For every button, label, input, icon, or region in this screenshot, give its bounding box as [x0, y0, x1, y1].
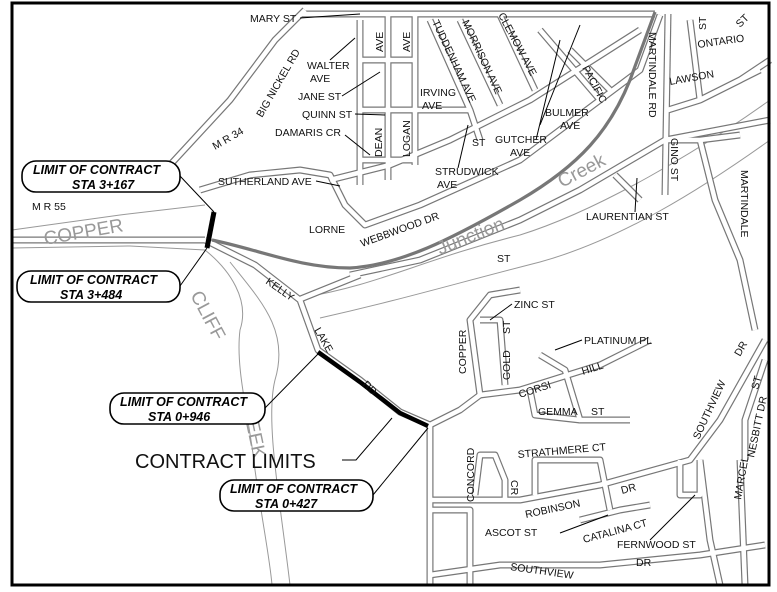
- label-st-top: ST: [697, 16, 709, 30]
- label-sutherland-ave: SUTHERLAND AVE: [218, 176, 312, 188]
- street-label-leaders: [299, 13, 696, 541]
- label-platinum-pl: PLATINUM PL: [584, 335, 652, 347]
- label-irving-ave: AVE: [422, 100, 442, 112]
- label-martindale-rd: MARTINDALE RD: [646, 32, 658, 118]
- label-ascot-st: ASCOT ST: [485, 527, 538, 539]
- label-bulmer: BULMER: [545, 107, 589, 119]
- label-gino-st: GINO ST: [668, 138, 680, 182]
- label-dean: DEAN: [373, 128, 385, 157]
- label-gold: GOLD: [501, 350, 513, 380]
- callout-line2: STA 3+167: [72, 178, 135, 192]
- callout-line1: LIMIT OF CONTRACT: [230, 482, 358, 496]
- label-jane-st: JANE ST: [298, 91, 342, 103]
- railway-line: [211, 11, 657, 270]
- label-st-copper: ST: [497, 253, 511, 265]
- label-gutcher-ave: AVE: [510, 147, 530, 159]
- road-network: [12, 7, 772, 586]
- callout-line1: LIMIT OF CONTRACT: [30, 273, 158, 287]
- label-laurentian-st: LAURENTIAN ST: [586, 211, 669, 223]
- label-mary-st: MARY ST: [250, 13, 297, 25]
- callout-sta-0-427: LIMIT OF CONTRACT STA 0+427: [219, 427, 429, 512]
- label-copper-st: COPPER: [457, 329, 469, 374]
- contract-segment-copper: [204, 211, 217, 249]
- label-walter: WALTER: [307, 60, 350, 72]
- label-logan: LOGAN: [401, 120, 413, 157]
- label-martindale: MARTINDALE: [738, 170, 750, 238]
- contract-limits-label: CONTRACT LIMITS: [135, 451, 316, 473]
- label-strudwick-ave: AVE: [437, 179, 457, 191]
- label-gutcher: GUTCHER: [495, 134, 547, 146]
- label-strudwick: STRUDWICK: [435, 166, 499, 178]
- callout-sta-3-167: LIMIT OF CONTRACT STA 3+167: [21, 160, 215, 213]
- contract-limits-leader: [342, 417, 393, 461]
- label-ave-1: AVE: [374, 32, 386, 52]
- label-gemma: GEMMA: [538, 406, 578, 418]
- label-ave-2: AVE: [401, 32, 413, 52]
- label-st-nesbitt: ST: [749, 374, 764, 391]
- callout-line2: STA 0+427: [255, 497, 318, 511]
- contract-segment-kelly-lake: [316, 350, 429, 429]
- map-frame: [10, 1, 771, 587]
- label-mr-55: M R 55: [32, 201, 66, 213]
- label-fernwood-st: FERNWOOD ST: [617, 539, 696, 551]
- label-st-mid: ST: [472, 137, 486, 149]
- callout-line2: STA 0+946: [148, 410, 211, 424]
- label-irving: IRVING: [420, 87, 456, 99]
- label-damaris-cr: DAMARIS CR: [275, 127, 341, 139]
- label-gold-st: ST: [501, 320, 513, 334]
- label-lorne: LORNE: [309, 224, 345, 236]
- label-bulmer-ave: AVE: [560, 120, 580, 132]
- label-walter-ave: AVE: [310, 73, 330, 85]
- callout-line1: LIMIT OF CONTRACT: [33, 163, 161, 177]
- callout-sta-3-484: LIMIT OF CONTRACT STA 3+484: [16, 247, 208, 303]
- callout-sta-0-946: LIMIT OF CONTRACT STA 0+946: [109, 353, 319, 425]
- callout-line2: STA 3+484: [60, 288, 122, 302]
- label-concord: CONCORD: [465, 447, 477, 502]
- label-cr: CR: [508, 480, 520, 496]
- label-quinn-st: QUINN ST: [302, 109, 353, 121]
- callout-line1: LIMIT OF CONTRACT: [120, 395, 248, 409]
- label-dr-robinson: DR: [620, 481, 638, 497]
- label-dr-bottom: DR: [636, 557, 652, 569]
- label-zinc-st: ZINC ST: [514, 299, 555, 311]
- label-gemma-st: ST: [591, 406, 605, 418]
